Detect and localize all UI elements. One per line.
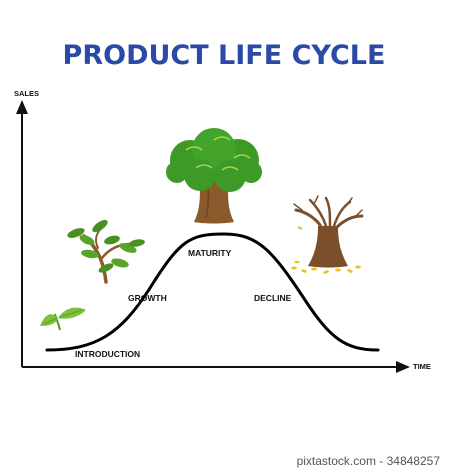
y-axis-label: SALES [14, 89, 39, 98]
stage-label-introduction: INTRODUCTION [75, 349, 140, 359]
x-axis-arrow-icon [396, 361, 410, 373]
life-cycle-curve [45, 232, 380, 352]
axes [16, 100, 410, 373]
stage-label-decline: DECLINE [254, 293, 292, 303]
bare-tree-icon [293, 195, 364, 268]
seedling-icon [40, 307, 86, 331]
credit-bar [0, 449, 450, 469]
page-title: PRODUCT LIFE CYCLE [63, 40, 386, 71]
stage-label-growth: GROWTH [128, 293, 167, 303]
full-tree-icon [166, 128, 262, 224]
young-branch-icon [67, 219, 145, 284]
y-axis-arrow-icon [16, 100, 28, 114]
stage-label-maturity: MATURITY [188, 248, 232, 258]
watermark-credit: pixtastock.com - 34848257 [297, 454, 441, 468]
fallen-leaves-icon [291, 226, 361, 274]
x-axis-label: TIME [413, 362, 431, 371]
